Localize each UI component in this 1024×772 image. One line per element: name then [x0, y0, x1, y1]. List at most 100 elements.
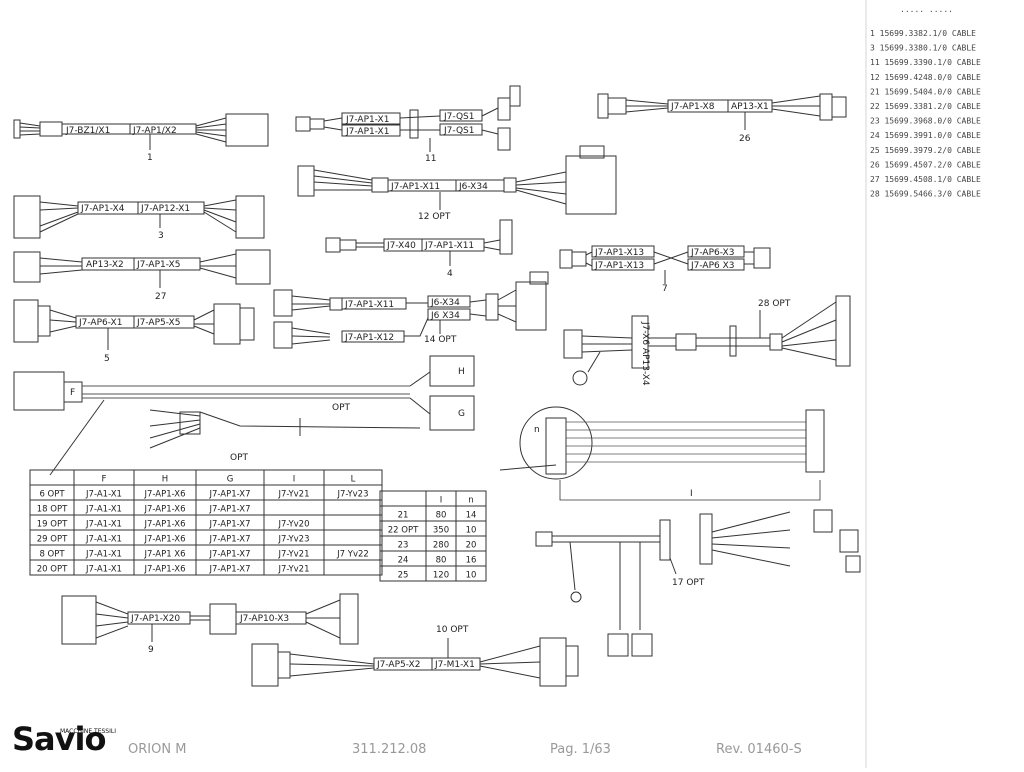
h14-c: J6 X34 [430, 311, 460, 321]
table-cell: J7-Yv23 [277, 535, 309, 545]
harness-28: J7-X6 AP13-X4 28 OPT [563, 295, 851, 386]
parts-list-row: 12 15699.4248.0/0 CABLE [870, 73, 981, 82]
parts-list-row: 22 15699.3381.2/0 CABLE [870, 102, 981, 111]
parts-list-row: 11 15699.3390.1/0 CABLE [870, 58, 981, 67]
flat-table-cell: 25 [398, 571, 409, 581]
h11-b: J7-AP1-X1 [345, 127, 389, 137]
h10-left: J7-AP5-X2 [376, 660, 420, 670]
table-cell: J7-AP1-X7 [208, 490, 250, 500]
parts-list-row: 24 15699.3991.0/0 CABLE [870, 131, 981, 140]
harness-14: J7-AP1-X11 J6-X34 J6 X34 J7-AP1-X12 14 O… [273, 271, 549, 349]
h4-left: J7-X40 [386, 241, 416, 251]
flat-table-cell: 350 [433, 526, 449, 536]
table-cell: J7-Yv23 [336, 490, 368, 500]
flat-table-cell: 23 [398, 541, 409, 551]
table-header-cell: H [162, 475, 168, 485]
h12-number: 12 OPT [418, 212, 451, 222]
h11-c: J7-QS1 [443, 112, 474, 122]
parts-list-row: 23 15699.3968.0/0 CABLE [870, 117, 981, 126]
parts-list-row: 28 15699.5466.3/0 CABLE [870, 190, 981, 199]
harness-7: J7-AP1-X13 J7-AP1-X13 J7-AP6-X3 J7-AP6 X… [559, 245, 771, 294]
table-cell: 18 OPT [37, 505, 68, 515]
table-cell: J7-AP1-X7 [208, 565, 250, 575]
h14-a: J7-AP1-X11 [344, 300, 394, 310]
model-name: ORION M [128, 742, 187, 757]
table-frame [29, 469, 383, 576]
flat-table-cell: 10 [466, 571, 477, 581]
harness-27: AP13-X2 J7-AP1-X5 27 [13, 249, 271, 302]
harness-26: J7-AP1-X8 AP13-X1 26 [597, 93, 847, 144]
h5-right: J7-AP5-X5 [136, 318, 180, 328]
title-block: Savio MACCHINE TESSILI ORION M 311.212.0… [0, 700, 1024, 768]
hfhg-opt2: OPT [230, 453, 249, 463]
harness-11: J7-AP1-X1 J7-AP1-X1 J7-QS1 J7-QS1 11 [295, 85, 521, 164]
table-cell: J7-AP1-X6 [143, 535, 185, 545]
brand-subtitle: MACCHINE TESSILI [60, 728, 116, 735]
table-cell: J7-Yv21 [277, 490, 309, 500]
h1-left-label: J7-BZ1/X1 [65, 126, 110, 136]
table-cell: J7-AP1-X6 [143, 565, 185, 575]
table-cell: J7-AP1-X6 [143, 520, 185, 530]
table-cell: J7-A1-X1 [85, 505, 122, 515]
h3-number: 3 [158, 231, 164, 241]
table-cell: 19 OPT [37, 520, 68, 530]
flat-table-cell: 21 [398, 511, 409, 521]
parts-list-row: 21 15699.5404.0/0 CABLE [870, 87, 981, 96]
table-header-cell: G [227, 475, 234, 485]
h7-c: J7-AP6-X3 [690, 248, 734, 258]
h7-d: J7-AP6 X3 [690, 261, 735, 271]
table-cell: J7-AP1 X6 [143, 550, 185, 560]
harness-10: J7-AP5-X2 J7-M1-X1 10 OPT [251, 625, 579, 687]
h5-number: 5 [104, 354, 110, 364]
table-cell: J7 Yv22 [336, 550, 369, 560]
hfhg-h: H [458, 367, 465, 377]
hfhg-opt1: OPT [332, 403, 351, 413]
h1-number: 1 [147, 153, 153, 163]
h14-number: 14 OPT [424, 335, 457, 345]
h14-b: J6-X34 [430, 298, 460, 308]
harness-3: J7-AP1-X4 J7-AP12-X1 3 [13, 195, 265, 241]
table-cell: J7-A1-X1 [85, 565, 122, 575]
table-header-cell: F [102, 475, 107, 485]
h5-left: J7-AP6-X1 [78, 318, 122, 328]
table-cell: J7-A1-X1 [85, 520, 122, 530]
table-header-cell: L [351, 475, 356, 485]
flat-n-marker: n [534, 425, 540, 435]
harness-12: J7-AP1-X11 J6-X34 12 OPT [297, 145, 617, 222]
flat-length-marker: I [690, 489, 693, 499]
revision-number: Rev. 01460-S [716, 742, 802, 757]
h10-right: J7-M1-X1 [434, 660, 475, 670]
h9-left: J7-AP1-X20 [130, 614, 180, 624]
parts-list-row: 1 15699.3382.1/0 CABLE [870, 29, 976, 38]
harness-flat-cable: n I [499, 406, 825, 501]
table-cell: J7-A1-X1 [85, 490, 122, 500]
h17-number: 17 OPT [672, 578, 705, 588]
parts-list: ..... ..... 1 15699.3382.1/0 CABLE 3 156… [865, 0, 981, 768]
h27-right: J7-AP1-X5 [136, 260, 180, 270]
h7-b: J7-AP1-X13 [594, 261, 644, 271]
h7-a: J7-AP1-X13 [594, 248, 644, 258]
table-header-cell: n [468, 496, 473, 506]
h10-number: 10 OPT [436, 625, 469, 635]
h27-number: 27 [155, 292, 166, 302]
h26-left: J7-AP1-X8 [670, 102, 715, 112]
table-cell: J7-Yv21 [277, 550, 309, 560]
h11-a: J7-AP1-X1 [345, 115, 389, 125]
h4-right: J7-AP1-X11 [424, 241, 474, 251]
h26-right: AP13-X1 [731, 102, 769, 112]
table-cell: J7-Yv20 [277, 520, 309, 530]
h11-d: J7-QS1 [443, 126, 474, 136]
harness-17: 17 OPT [535, 509, 861, 657]
h4-number: 4 [447, 269, 453, 279]
h9-right: J7-AP10-X3 [239, 614, 289, 624]
h9-number: 9 [148, 645, 154, 655]
parts-list-row: 3 15699.3380.1/0 CABLE [870, 44, 976, 53]
table-cell: J7-AP1-X6 [143, 505, 185, 515]
h3-right: J7-AP12-X1 [140, 204, 190, 214]
flat-table-cell: 20 [466, 541, 477, 551]
table-cell: 20 OPT [37, 565, 68, 575]
h7-number: 7 [662, 284, 668, 294]
table-cell: J7-AP1-X6 [143, 490, 185, 500]
